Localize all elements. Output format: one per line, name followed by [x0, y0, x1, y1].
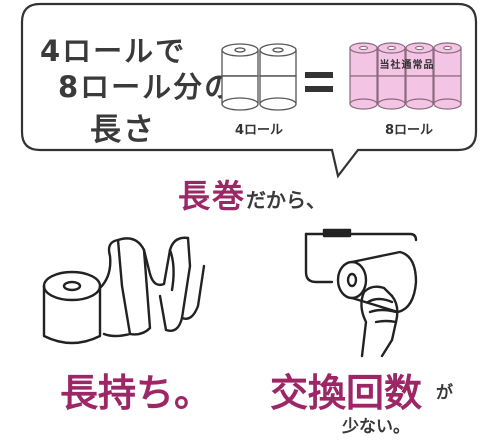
pink-rolls-icon	[349, 42, 462, 110]
holder-hand-illustration-icon	[304, 228, 418, 358]
benefit-note: 少ない。	[342, 417, 410, 437]
equals-icon	[305, 72, 333, 94]
left-roll-label: 4ロール	[235, 123, 284, 138]
long-roll-illustration-icon	[42, 236, 206, 345]
benefit-fewer-changes: 交換回数	[270, 371, 423, 415]
headline-line-1: 4ロールで	[40, 34, 187, 68]
comparison-tag: 当社通常品	[379, 60, 435, 71]
tagline-accent: 長巻	[178, 177, 247, 215]
tagline-rest: だから、	[246, 188, 327, 212]
tagline: 長巻だから、	[178, 171, 326, 217]
benefit-long-lasting: 長持ち。	[60, 371, 213, 415]
headline-line-2: 8ロール分の	[58, 70, 236, 104]
white-rolls-icon	[221, 43, 297, 111]
benefit-particle: が	[436, 383, 453, 403]
headline-line-3: 長さ	[90, 112, 156, 148]
right-roll-label: 8ロール	[385, 123, 434, 138]
